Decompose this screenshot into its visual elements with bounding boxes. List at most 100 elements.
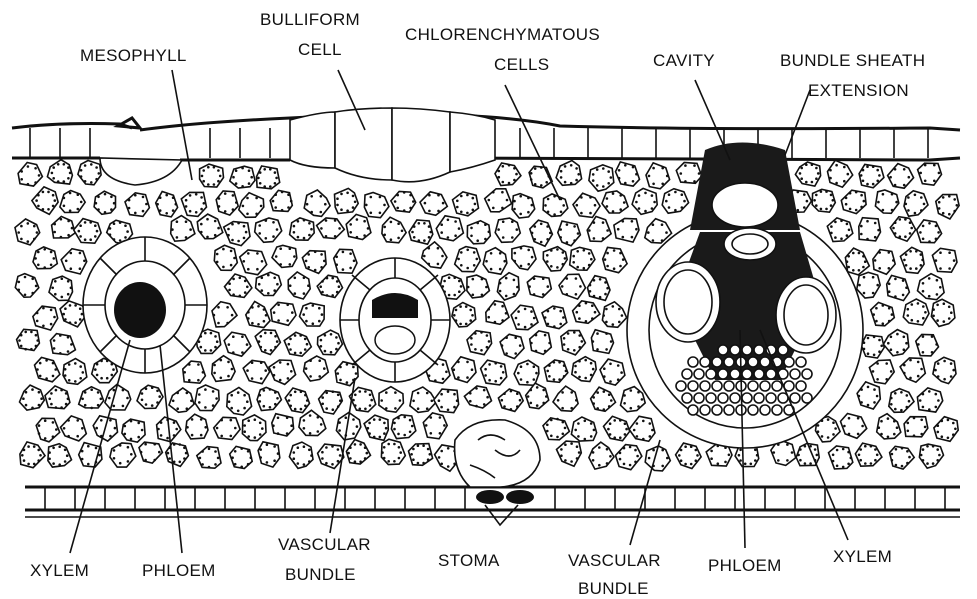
- chloroplast-dot: [321, 280, 324, 283]
- vascular-bundle-right: [627, 143, 863, 449]
- chloroplast-dot: [584, 359, 587, 362]
- chloroplast-dot: [140, 451, 143, 454]
- chloroplast-dot: [81, 398, 84, 401]
- chloroplast-dot: [680, 449, 683, 452]
- chloroplast-dot: [607, 428, 610, 431]
- chloroplast-dot: [584, 438, 587, 441]
- phloem-cell: [706, 369, 716, 379]
- chloroplast-dot: [535, 350, 538, 353]
- chloroplast-dot: [674, 191, 677, 194]
- chloroplast-dot: [294, 334, 297, 337]
- chloroplast-dot: [526, 363, 529, 366]
- chloroplast-dot: [234, 450, 237, 453]
- chloroplast-dot: [422, 444, 425, 447]
- chloroplast-dot: [42, 325, 45, 328]
- chloroplast-dot: [397, 237, 400, 240]
- chloroplast-dot: [878, 267, 881, 270]
- chloroplast-dot: [535, 372, 538, 375]
- chloroplast-dot: [922, 305, 925, 308]
- chloroplast-dot: [866, 165, 869, 168]
- chloroplast-dot: [895, 201, 898, 204]
- chloroplast-dot: [476, 258, 479, 261]
- chloroplast-dot: [308, 222, 311, 225]
- mesophyll-cell: [553, 386, 578, 411]
- chloroplast-dot: [339, 454, 342, 457]
- chloroplast-dot: [530, 310, 533, 313]
- chloroplast-dot: [947, 419, 950, 422]
- chloroplast-dot: [427, 448, 430, 451]
- chloroplast-dot: [423, 222, 426, 225]
- chloroplast-dot: [864, 260, 867, 263]
- chloroplast-dot: [511, 220, 514, 223]
- chloroplast-dot: [623, 402, 626, 405]
- chloroplast-dot: [589, 290, 592, 293]
- chloroplast-dot: [239, 295, 242, 298]
- chloroplast-dot: [200, 231, 203, 234]
- chloroplast-dot: [364, 390, 367, 393]
- chloroplast-dot: [596, 184, 599, 187]
- chloroplast-dot: [60, 389, 63, 392]
- chloroplast-dot: [228, 289, 231, 292]
- chloroplast-dot: [34, 181, 37, 184]
- chloroplast-dot: [52, 194, 55, 197]
- chloroplast-dot: [287, 363, 290, 366]
- chloroplast-dot: [273, 289, 276, 292]
- chloroplast-dot: [603, 408, 606, 411]
- chloroplast-dot: [254, 436, 257, 439]
- chloroplast-dot: [128, 207, 131, 210]
- chloroplast-dot: [65, 260, 68, 263]
- chloroplast-dot: [894, 221, 897, 224]
- chloroplast-dot: [485, 260, 488, 263]
- chloroplast-dot: [274, 171, 277, 174]
- chloroplast-dot: [275, 255, 278, 258]
- chloroplast-dot: [834, 236, 837, 239]
- mesophyll-cell: [543, 247, 567, 271]
- mesophyll-cell: [346, 214, 371, 239]
- chloroplast-dot: [899, 235, 902, 238]
- chloroplast-dot: [440, 223, 443, 226]
- chloroplast-dot: [717, 462, 720, 465]
- chloroplast-dot: [835, 164, 838, 167]
- chloroplast-dot: [896, 351, 899, 354]
- chloroplast-dot: [906, 462, 909, 465]
- chloroplast-dot: [96, 363, 99, 366]
- phloem-cell: [688, 405, 698, 415]
- chloroplast-dot: [850, 457, 853, 460]
- chloroplast-dot: [847, 255, 850, 258]
- chloroplast-dot: [359, 460, 362, 463]
- chloroplast-dot: [533, 277, 536, 280]
- chloroplast-dot: [520, 247, 523, 250]
- chloroplast-dot: [609, 380, 612, 383]
- chloroplast-dot: [513, 208, 516, 211]
- chloroplast-dot: [437, 247, 440, 250]
- chloroplast-dot: [560, 211, 563, 214]
- chloroplast-dot: [289, 284, 292, 287]
- chloroplast-dot: [836, 465, 839, 468]
- chloroplast-dot: [863, 292, 866, 295]
- chloroplast-dot: [305, 320, 308, 323]
- chloroplast-dot: [242, 205, 245, 208]
- chloroplast-dot: [800, 167, 803, 170]
- chloroplast-dot: [79, 224, 82, 227]
- chloroplast-dot: [547, 310, 550, 313]
- chloroplast-dot: [533, 317, 536, 320]
- chloroplast-dot: [274, 335, 277, 338]
- chloroplast-dot: [484, 223, 487, 226]
- chloroplast-dot: [876, 169, 879, 172]
- chloroplast-dot: [566, 277, 569, 280]
- chloroplast-dot: [499, 290, 502, 293]
- chloroplast-dot: [172, 400, 175, 403]
- phloem-cell: [724, 357, 734, 367]
- chloroplast-dot: [548, 364, 551, 367]
- chloroplast-dot: [494, 303, 497, 306]
- chloroplast-dot: [864, 462, 867, 465]
- chloroplast-dot: [334, 219, 337, 222]
- chloroplast-dot: [186, 392, 189, 395]
- chloroplast-dot: [151, 386, 154, 389]
- chloroplast-dot: [728, 454, 731, 457]
- chloroplast-dot: [888, 251, 891, 254]
- chloroplast-dot: [540, 166, 543, 169]
- chloroplast-dot: [480, 349, 483, 352]
- chloroplast-dot: [642, 438, 645, 441]
- chloroplast-dot: [50, 309, 53, 312]
